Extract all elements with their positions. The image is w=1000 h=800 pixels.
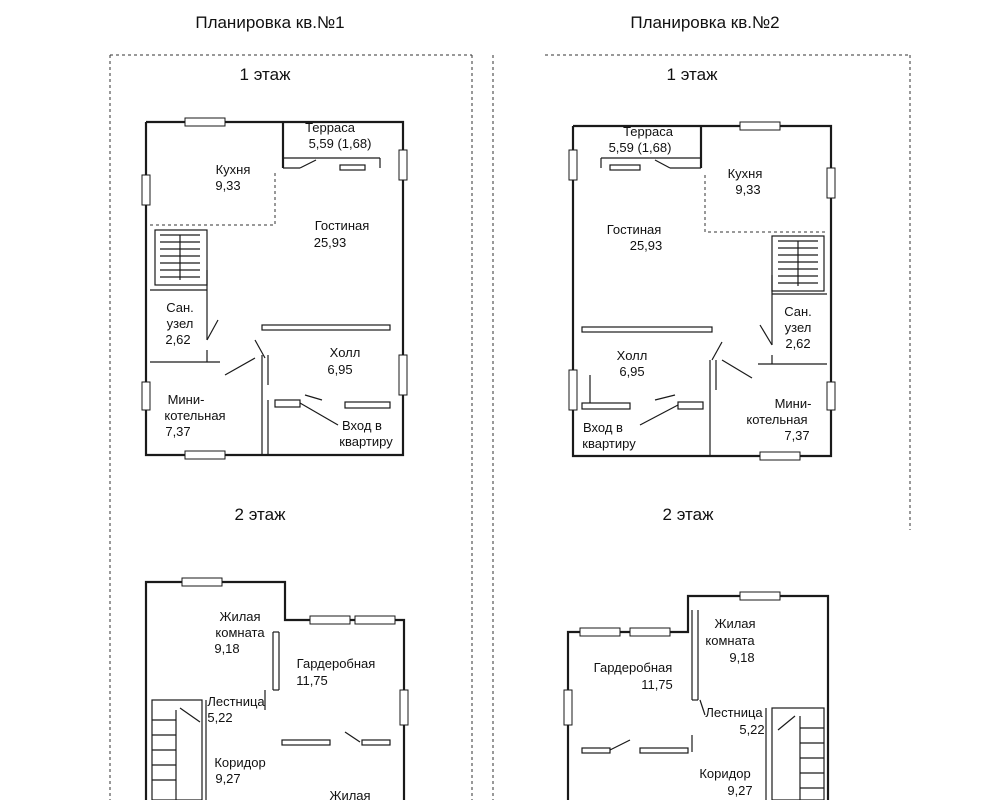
p2-hall-name: Холл	[617, 348, 648, 363]
plan2-floor1-label: 1 этаж	[667, 65, 719, 84]
p1-corridor-name: Коридор	[214, 755, 265, 770]
p1-entry-2: квартиру	[339, 434, 393, 449]
p1-bath-name2: узел	[167, 316, 194, 331]
p1-bath-area: 2,62	[165, 332, 190, 347]
p2-terrace-area: 5,59 (1,68)	[609, 140, 672, 155]
p1-terrace-area: 5,59 (1,68)	[309, 136, 372, 151]
p1-stairs-name: Лестница	[207, 694, 265, 709]
p2-bath-name1: Сан.	[784, 304, 812, 319]
p2-boiler-name1: Мини-	[775, 396, 812, 411]
p1-hall-area: 6,95	[327, 362, 352, 377]
p1-kitchen-area: 9,33	[215, 178, 240, 193]
p2-bedroom-name1: Жилая	[714, 616, 755, 631]
plan2-floor1: Терраса 5,59 (1,68) Кухня 9,33 Гостиная …	[568, 121, 836, 461]
p2-stairs-name: Лестница	[705, 705, 763, 720]
p1-bedroom2-name: Жилая	[329, 788, 370, 800]
plan1-title: Планировка кв.№1	[195, 13, 344, 32]
p2-living-area: 25,93	[630, 238, 663, 253]
p2-bedroom-name2: комната	[705, 633, 755, 648]
p1-bath-name1: Сан.	[166, 300, 194, 315]
p2-bath-name2: узел	[785, 320, 812, 335]
plan2-floor2-label: 2 этаж	[663, 505, 715, 524]
p2-bedroom-area: 9,18	[729, 650, 754, 665]
p1-living-name: Гостиная	[315, 218, 370, 233]
p1-entry-1: Вход в	[342, 418, 382, 433]
plan2-floor2: Жилая комната 9,18 Гардеробная 11,75 Лес…	[563, 591, 830, 800]
p1-bedroom-name1: Жилая	[219, 609, 260, 624]
p1-boiler-name1: Мини-	[168, 392, 205, 407]
p2-entry-1: Вход в	[583, 420, 623, 435]
p1-boiler-area: 7,37	[165, 424, 190, 439]
p2-living-name: Гостиная	[607, 222, 662, 237]
p2-corridor-name: Коридор	[699, 766, 750, 781]
p1-living-area: 25,93	[314, 235, 347, 250]
p2-wardrobe-area: 11,75	[641, 677, 673, 692]
p2-corridor-area: 9,27	[727, 783, 752, 798]
p1-boiler-name2: котельная	[164, 408, 225, 423]
plan1-floor2: Жилая комната 9,18 Гардеробная 11,75 Лес…	[144, 577, 409, 800]
p2-bath-area: 2,62	[785, 336, 810, 351]
p2-kitchen-area: 9,33	[735, 182, 760, 197]
sheet-frame	[109, 54, 911, 800]
p1-stairs-area: 5,22	[207, 710, 232, 725]
p2-kitchen-name: Кухня	[728, 166, 763, 181]
p1-kitchen-name: Кухня	[216, 162, 251, 177]
p1-hall-name: Холл	[330, 345, 361, 360]
p1-wardrobe-name: Гардеробная	[297, 656, 376, 671]
p2-wardrobe-name: Гардеробная	[594, 660, 673, 675]
plan1-floor1-label: 1 этаж	[240, 65, 292, 84]
p2-boiler-area: 7,37	[784, 428, 809, 443]
p2-boiler-name2: котельная	[746, 412, 807, 427]
p2-entry-2: квартиру	[582, 436, 636, 451]
p1-bedroom-name2: комната	[215, 625, 265, 640]
p1-bedroom-area: 9,18	[214, 641, 239, 656]
plan2-title: Планировка кв.№2	[630, 13, 779, 32]
p2-hall-area: 6,95	[619, 364, 644, 379]
p1-terrace-name: Терраса	[305, 120, 356, 135]
p2-terrace-name: Терраса	[623, 124, 674, 139]
plan1-floor2-label: 2 этаж	[235, 505, 287, 524]
p1-corridor-area: 9,27	[215, 771, 240, 786]
p2-stairs-area: 5,22	[739, 722, 764, 737]
p1-wardrobe-area: 11,75	[296, 673, 328, 688]
plan1-floor1: Терраса 5,59 (1,68) Кухня 9,33 Гостиная …	[141, 117, 408, 460]
